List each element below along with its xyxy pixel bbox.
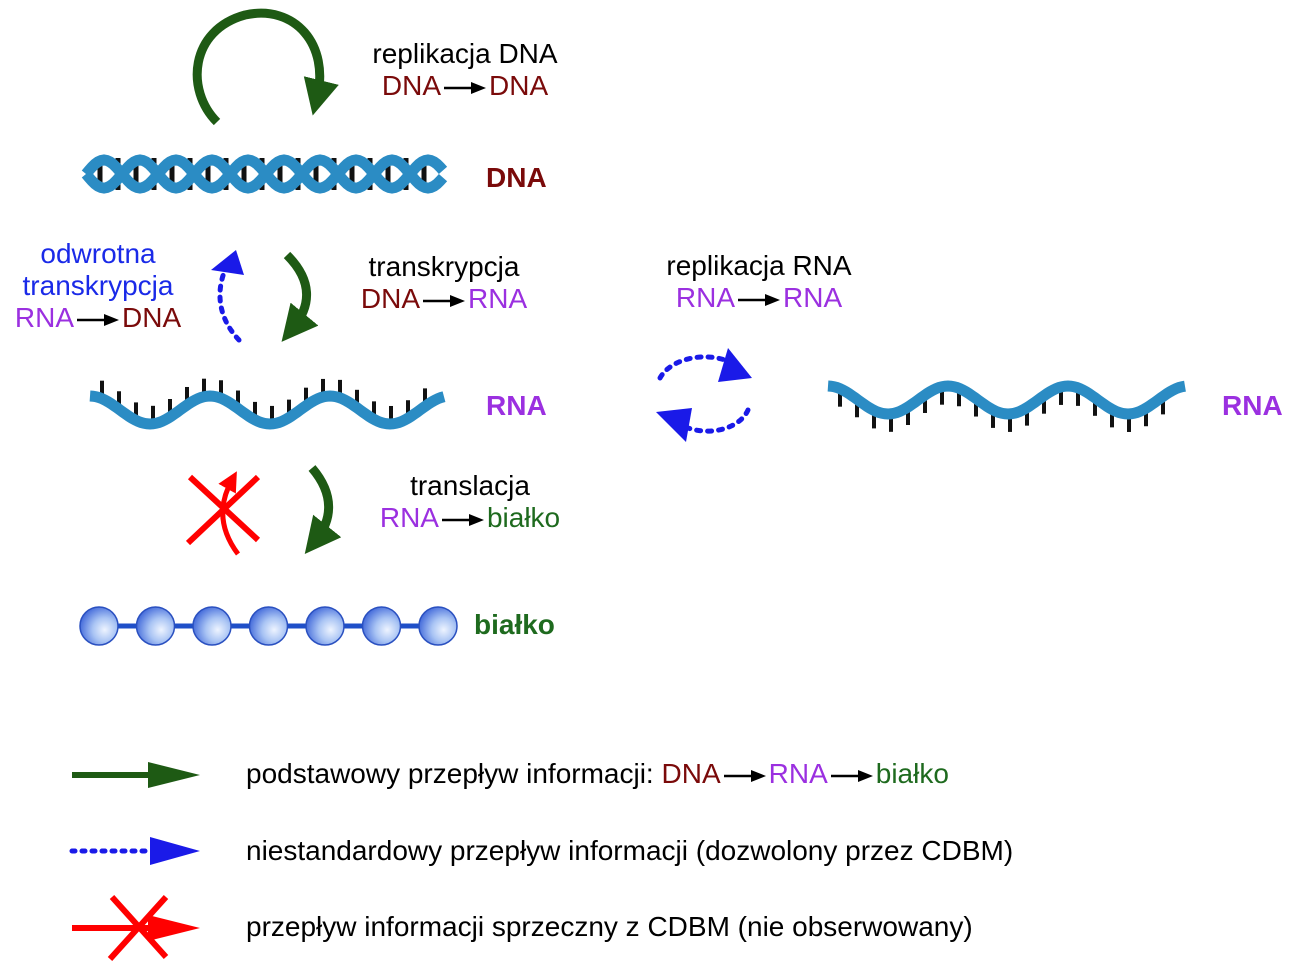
legend-basic-text: podstawowy przepływ informacji: DNA RNA bi… (246, 758, 949, 790)
dna-double-helix (81, 154, 448, 194)
reverse-transcription-title-1: odwrotna (40, 238, 156, 269)
rna-strand-right (827, 380, 1186, 432)
dna-replication-to: DNA (489, 70, 549, 101)
amino-acid-bead (135, 606, 176, 646)
legend-forbidden-arrow (72, 894, 200, 962)
rna-replication-title: replikacja RNA (666, 250, 852, 281)
transcription-to: RNA (468, 283, 528, 314)
dna-replication-from: DNA (381, 70, 441, 101)
legend-basic-arrow (72, 762, 200, 788)
translation-label: translacja RNA białko (356, 470, 584, 534)
rna-molecule-label-right: RNA (1222, 390, 1283, 421)
amino-acid-bead (361, 606, 402, 646)
dna-replication-arrow (192, 8, 339, 126)
reverse-transcription-arrow (211, 250, 244, 343)
rna-strand-left (89, 378, 446, 430)
protein-molecule-label: białko (474, 609, 555, 640)
translation-title: translacja (410, 470, 530, 501)
protein-bead-chain (79, 606, 458, 646)
reverse-transcription-label: odwrotna transkrypcja RNA DNA (0, 238, 196, 334)
rna-replication-from: RNA (675, 282, 735, 313)
dna-strand-b (81, 154, 448, 194)
legend-basic-protein: białko (875, 758, 949, 789)
legend-basic-rna: RNA (768, 758, 828, 789)
legend-nonstandard-arrow (69, 837, 200, 865)
transcription-title: transkrypcja (368, 251, 520, 282)
legend-nonstandard-text: niestandardowy przepływ informacji (dozw… (246, 835, 1014, 866)
arrow-icon (77, 313, 119, 326)
amino-acid-bead (79, 606, 119, 646)
arrow-icon (441, 513, 484, 526)
rna-replication-arrows (656, 348, 752, 442)
rna-replication-to: RNA (783, 282, 843, 313)
dna-molecule-label: DNA (486, 162, 547, 193)
arrow-icon (830, 769, 873, 782)
translation-to: białko (486, 502, 561, 533)
reverse-transcription-title-2: transkrypcja (22, 270, 174, 301)
reverse-transcription-to: DNA (122, 302, 182, 333)
arrow-icon (423, 294, 465, 307)
forbidden-back-arrow (185, 471, 261, 556)
arrow-icon (738, 293, 780, 306)
arrow-icon (444, 81, 486, 94)
dna-replication-title: replikacja DNA (372, 38, 558, 69)
transcription-from: DNA (360, 283, 420, 314)
legend-basic-dna: DNA (661, 758, 721, 789)
translation-arrow (304, 465, 342, 555)
translation-from: RNA (379, 502, 439, 533)
transcription-arrow (281, 251, 319, 342)
rna-backbone (827, 380, 1186, 420)
transcription-label: transkrypcja DNA RNA (330, 251, 558, 315)
amino-acid-bead (248, 606, 289, 646)
amino-acid-bead (418, 606, 458, 646)
amino-acid-bead (192, 606, 232, 646)
legend-forbidden-text: przepływ informacji sprzeczny z CDBM (ni… (246, 911, 973, 942)
arrow-icon (723, 769, 766, 782)
rna-molecule-label: RNA (486, 390, 547, 421)
rna-replication-label: replikacja RNA RNA RNA (640, 250, 878, 314)
reverse-transcription-from: RNA (14, 302, 74, 333)
dna-replication-label: replikacja DNA DNA DNA (350, 38, 580, 102)
legend-basic-prefix: podstawowy przepływ informacji: (246, 758, 654, 789)
rna-backbone (89, 390, 446, 430)
amino-acid-bead (305, 606, 345, 646)
